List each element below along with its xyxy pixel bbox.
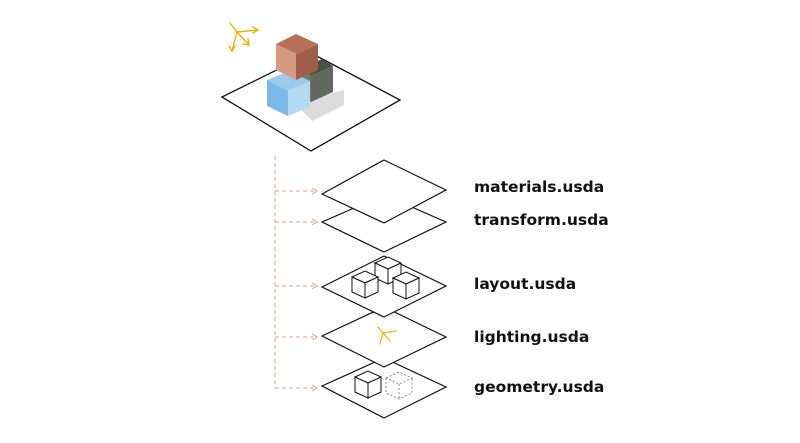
layer-plane-geometry xyxy=(320,357,448,419)
connector-arrowheads xyxy=(311,187,318,392)
layer-plane-lighting xyxy=(320,306,448,368)
layer-label-lighting: lighting.usda xyxy=(474,328,590,346)
layer-plane-materials xyxy=(320,159,448,224)
cube-icon-placeholder xyxy=(384,371,414,400)
cube-icon xyxy=(350,270,380,299)
cube-shadow xyxy=(296,90,344,121)
directional-light-icon xyxy=(228,22,260,53)
directional-light-icon xyxy=(377,326,397,345)
layer-connectors xyxy=(274,156,316,389)
copper-cube xyxy=(276,34,318,80)
cube-icon xyxy=(353,370,383,399)
cube-icon xyxy=(391,271,421,300)
layer-label-transform: transform.usda xyxy=(474,211,609,229)
blue-cube xyxy=(267,71,310,116)
layer-label-materials: materials.usda xyxy=(474,178,605,196)
layer-label-geometry: geometry.usda xyxy=(474,378,605,396)
layer-plane-layout xyxy=(320,255,448,318)
composed-stage xyxy=(220,22,402,152)
layer-label-layout: layout.usda xyxy=(474,275,577,293)
